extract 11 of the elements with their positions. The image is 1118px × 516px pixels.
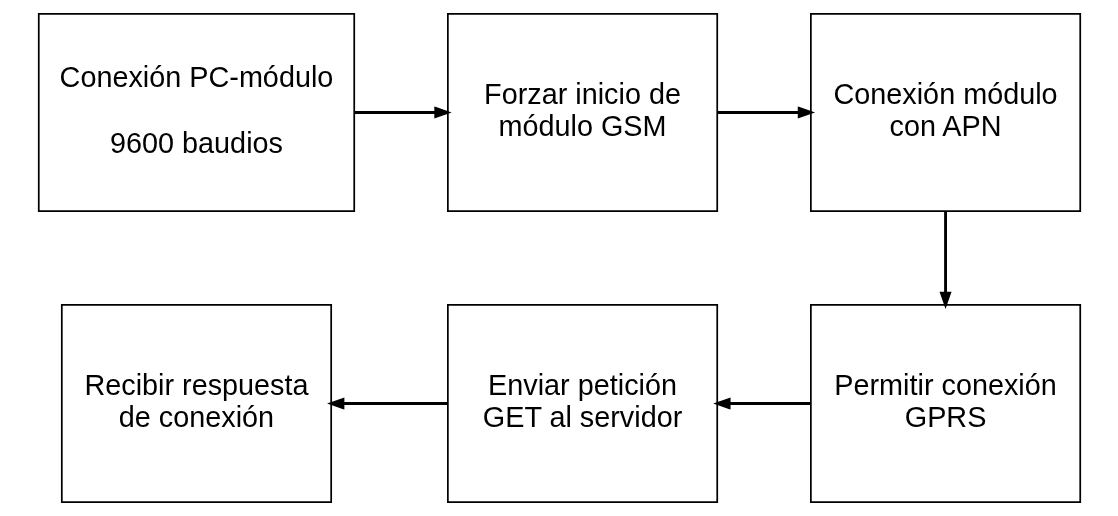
node-box: Permitir conexión GPRS <box>809 303 1081 504</box>
node-box: Recibir respuesta de conexión <box>60 303 332 504</box>
arrow <box>353 106 452 119</box>
node-box: Conexión módulo con APN <box>809 12 1081 213</box>
node-box: Conexión PC-módulo 9600 baudios <box>37 12 355 213</box>
node-box: Forzar inicio de módulo GSM <box>446 12 718 213</box>
arrow <box>717 106 815 119</box>
arrow <box>326 397 447 410</box>
node-box: Enviar petición GET al servidor <box>446 303 718 504</box>
arrow <box>939 211 952 309</box>
arrow <box>712 397 811 410</box>
